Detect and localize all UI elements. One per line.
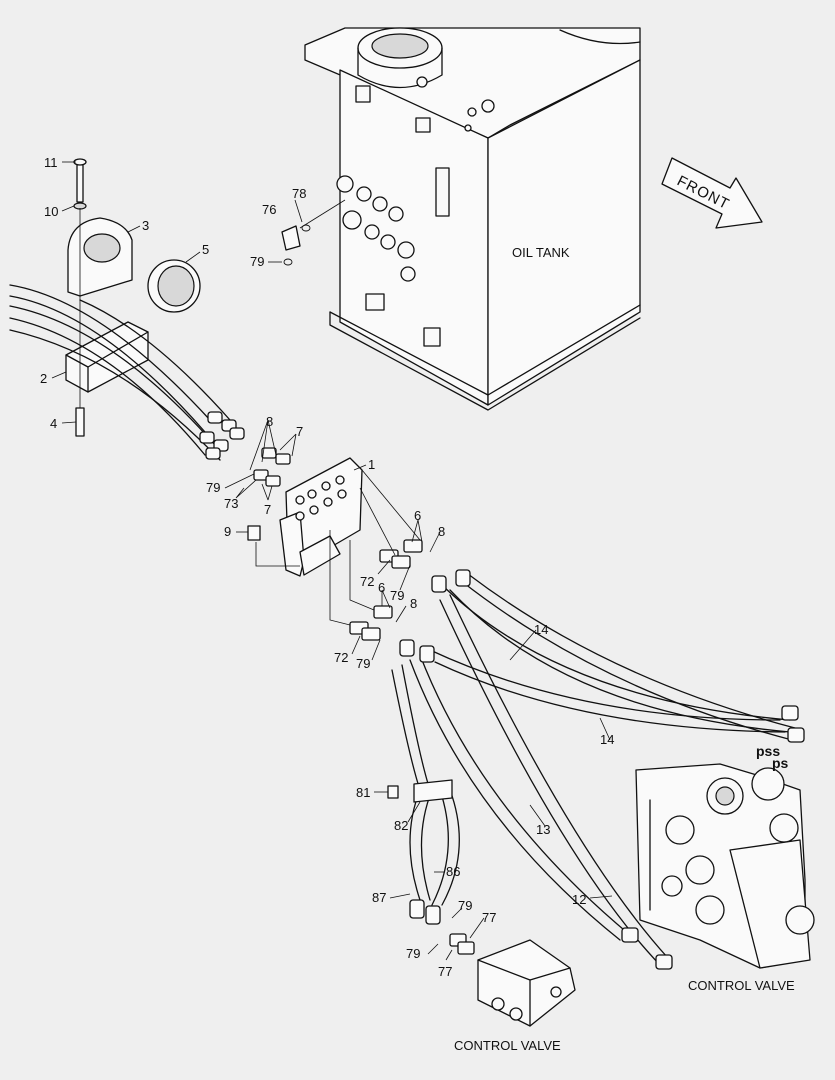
part-number: 79: [206, 480, 220, 495]
part-number: 11: [44, 155, 58, 170]
part-number: 72: [360, 574, 374, 589]
part-number-labels: 11 10 3 5 2 4 78 76 79 8 7 79 73 7 1 9 6…: [40, 155, 614, 979]
part-number: 73: [224, 496, 238, 511]
oil-tank-label: OIL TANK: [512, 245, 570, 260]
port-ps-label: ps: [772, 755, 789, 771]
clamp-assembly: [65, 158, 201, 437]
elbow-fitting: [281, 199, 346, 266]
front-arrow: FRONT: [661, 157, 763, 229]
control-valve-pilot-label: CONTROL VALVE: [454, 1038, 561, 1053]
part-number: 79: [250, 254, 264, 269]
part-number: 8: [410, 596, 417, 611]
part-number: 82: [394, 818, 408, 833]
part-number: 77: [438, 964, 452, 979]
bracket: [247, 457, 363, 577]
part-number: 14: [600, 732, 614, 747]
part-number: 79: [390, 588, 404, 603]
hoses: [391, 569, 805, 970]
part-number: 76: [262, 202, 276, 217]
part-number: 6: [378, 580, 385, 595]
part-number: 72: [334, 650, 348, 665]
part-number: 8: [438, 524, 445, 539]
control-valve-main-label: CONTROL VALVE: [688, 978, 795, 993]
part-number: 4: [50, 416, 57, 431]
part-number: 86: [446, 864, 460, 879]
connector-fittings: [253, 447, 423, 641]
part-number: 79: [406, 946, 420, 961]
part-number: 3: [142, 218, 149, 233]
part-number: 12: [572, 892, 586, 907]
part-number: 13: [536, 822, 550, 837]
part-number: 14: [534, 622, 548, 637]
pilot-control-valve: CONTROL VALVE: [454, 939, 576, 1053]
part-number: 2: [40, 371, 47, 386]
part-number: 7: [296, 424, 303, 439]
part-number: 79: [458, 898, 472, 913]
hose-bundle: [9, 284, 245, 461]
oil-tank: OIL TANK: [304, 27, 641, 411]
port-pss-label: pss: [756, 743, 780, 759]
part-number: 8: [266, 414, 273, 429]
pilot-hoses: [387, 779, 475, 955]
part-number: 6: [414, 508, 421, 523]
main-control-valve: pss ps CONTROL VALVE: [635, 743, 815, 993]
part-number: 78: [292, 186, 306, 201]
part-number: 9: [224, 524, 231, 539]
part-number: 87: [372, 890, 386, 905]
part-number: 1: [368, 457, 375, 472]
part-number: 10: [44, 204, 58, 219]
leader-lines: [51, 161, 613, 961]
part-number: 81: [356, 785, 370, 800]
part-number: 7: [264, 502, 271, 517]
part-number: 79: [356, 656, 370, 671]
part-number: 77: [482, 910, 496, 925]
part-number: 5: [202, 242, 209, 257]
